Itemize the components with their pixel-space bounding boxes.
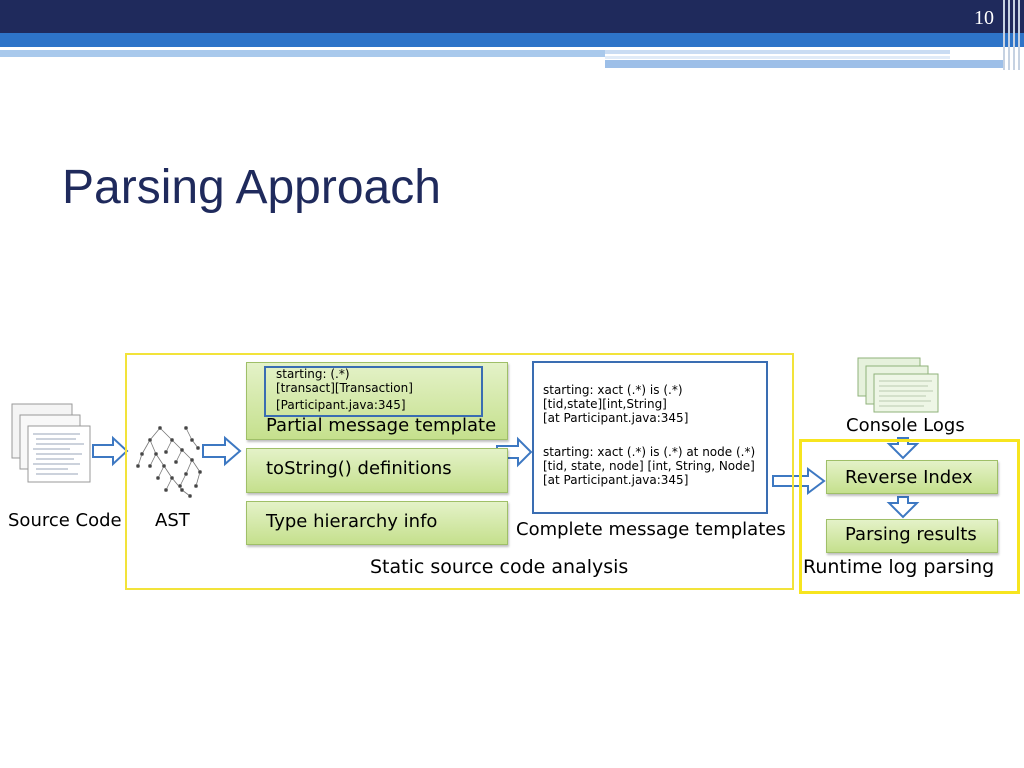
ast-tree-icon <box>135 425 202 498</box>
header-stripe <box>605 60 1005 68</box>
type-hierarchy-box <box>246 501 508 545</box>
static-analysis-frame <box>125 353 794 590</box>
static-analysis-label: Static source code analysis <box>370 556 629 578</box>
template1-line-3: [at Participant.java:345] <box>543 411 689 425</box>
complete-templates-box <box>532 361 768 514</box>
partial-template-label: Partial message template <box>266 415 497 436</box>
header-gap <box>0 47 1024 50</box>
template2-line-1: starting: xact (.*) is (.*) at node (.*) <box>543 445 756 459</box>
runtime-parsing-frame <box>799 439 1020 594</box>
complete-template-1: starting: xact (.*) is (.*) [tid,state][… <box>543 383 688 425</box>
template2-line-3: [at Participant.java:345] <box>543 473 689 487</box>
partial-line-2: [transact][Transaction] <box>276 381 413 395</box>
partial-template-highlight <box>264 366 483 417</box>
parsing-results-box <box>826 519 998 553</box>
partial-template-lines: starting: (.*) [transact][Transaction] [… <box>276 367 413 412</box>
runtime-parsing-label: Runtime log parsing <box>803 556 995 578</box>
arrow-index-to-results <box>886 496 920 519</box>
template2-line-2: [tid, state, node] [int, String, Node] <box>543 459 755 473</box>
arrow-ast-to-analysis <box>202 435 242 467</box>
header-band-dark <box>0 0 1024 33</box>
source-code-icon <box>11 403 91 483</box>
console-logs-icon <box>857 357 939 413</box>
tostring-label: toString() definitions <box>266 458 452 479</box>
parsing-results-label: Parsing results <box>845 524 977 545</box>
partial-line-3: [Participant.java:345] <box>276 398 406 412</box>
partial-line-1: starting: (.*) <box>276 367 350 381</box>
reverse-index-box <box>826 460 998 494</box>
header-decor-lines <box>0 0 1024 70</box>
console-logs-label: Console Logs <box>846 415 965 436</box>
tostring-box <box>246 448 508 493</box>
header-stripe <box>605 50 950 54</box>
header-stripe <box>605 56 950 59</box>
slide-number: 10 <box>974 7 994 29</box>
arrow-complete-to-index <box>772 467 826 495</box>
template1-line-1: starting: xact (.*) is (.*) <box>543 383 683 397</box>
complete-templates-label: Complete message templates <box>516 519 786 540</box>
header-stripe <box>0 50 605 57</box>
complete-template-2: starting: xact (.*) is (.*) at node (.*)… <box>543 445 755 487</box>
source-code-label: Source Code <box>8 510 122 531</box>
slide-title: Parsing Approach <box>62 161 441 214</box>
arrow-source-to-ast <box>92 435 129 467</box>
partial-template-box <box>246 362 508 440</box>
template1-line-2: [tid,state][int,String] <box>543 397 667 411</box>
header-band-blue <box>0 33 1024 47</box>
reverse-index-label: Reverse Index <box>845 467 973 488</box>
ast-label: AST <box>155 510 190 531</box>
type-hierarchy-label: Type hierarchy info <box>266 511 438 532</box>
